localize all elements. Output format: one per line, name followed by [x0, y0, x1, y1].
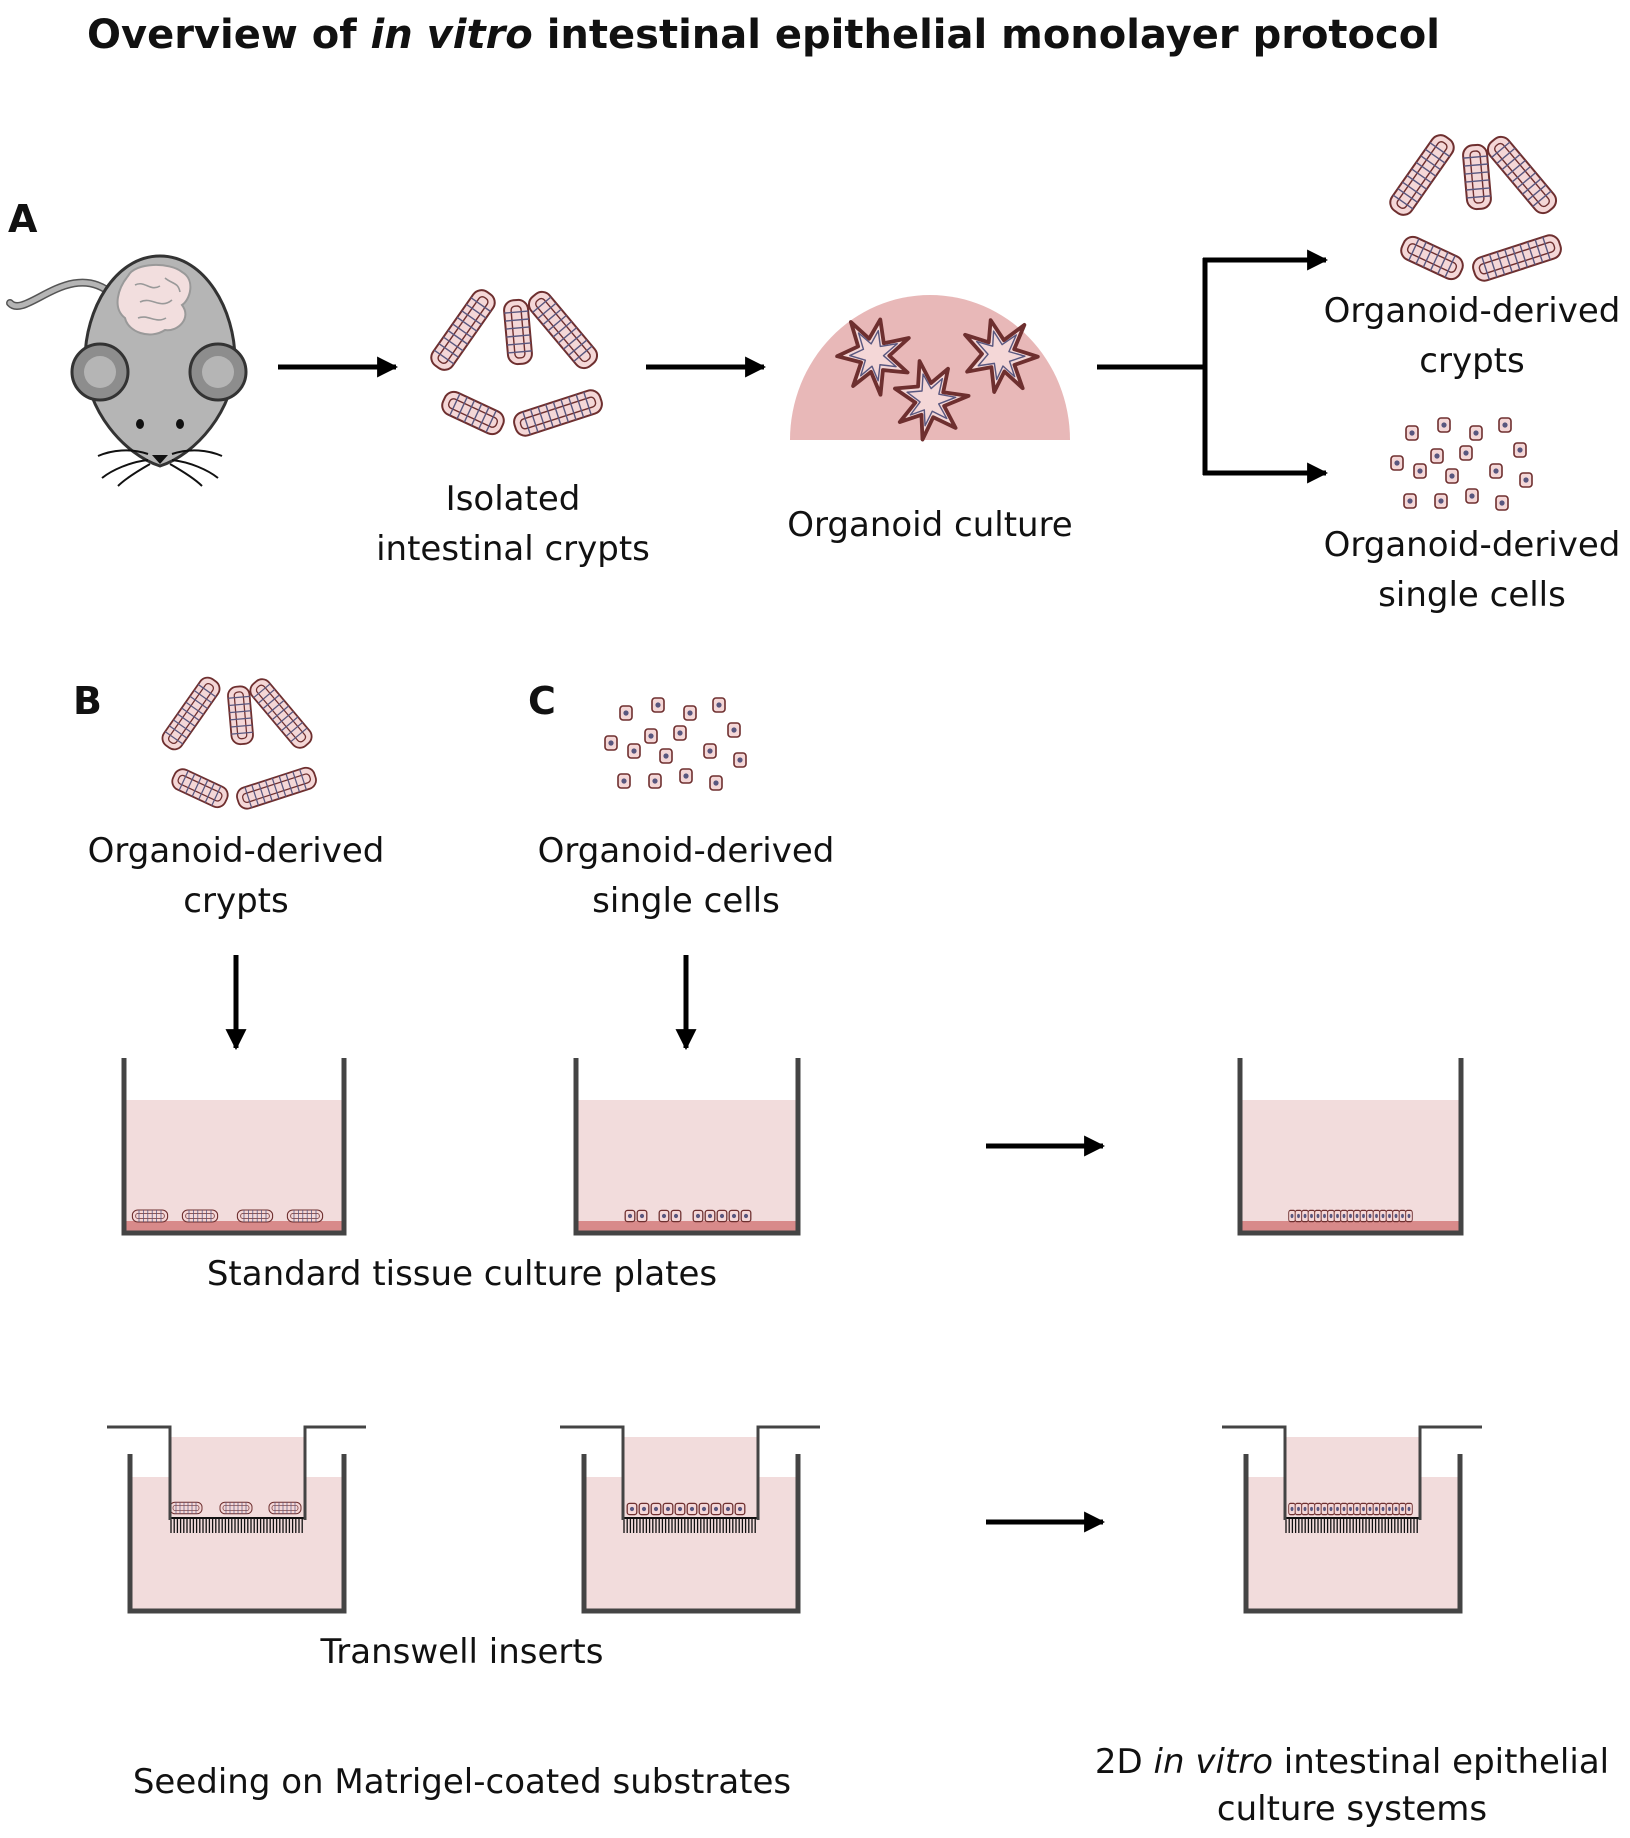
figure-title: Overview of in vitro intestinal epitheli… [87, 12, 1440, 58]
transwell-single-cells [560, 1425, 820, 1614]
branch-arrow [1097, 249, 1329, 484]
panel-label-a: A [8, 197, 38, 241]
derived-cells-label-line1: Organoid-derived [1324, 525, 1621, 565]
derived-crypts-label-line2: crypts [1419, 341, 1524, 381]
organoid-dome [790, 295, 1070, 453]
plate-single-cells [573, 1058, 801, 1236]
transwell-monolayer [1222, 1425, 1482, 1614]
result-label-line2: culture systems [1217, 1789, 1487, 1829]
plate-monolayer [1237, 1058, 1464, 1236]
panel-c-label-line2: single cells [592, 881, 780, 921]
plate-crypts [121, 1058, 347, 1236]
isolated-crypts-label-line2: intestinal crypts [376, 529, 650, 569]
result-label-line1: 2D in vitro intestinal epithelial [1095, 1742, 1609, 1782]
derived-crypts-label-line1: Organoid-derived [1324, 291, 1621, 331]
panel-c-cells-icon [605, 698, 746, 790]
panel-b-crypts-icon [159, 674, 318, 811]
derived-crypts-icon [1386, 131, 1563, 283]
brain-icon [116, 263, 192, 336]
derived-cells-label-line2: single cells [1378, 575, 1566, 615]
isolated-crypts-icon [427, 286, 604, 438]
panel-label-c: C [528, 679, 556, 723]
isolated-crypts-label-line1: Isolated [446, 479, 581, 519]
standard-plates-label: Standard tissue culture plates [207, 1254, 717, 1294]
panel-b-label-line1: Organoid-derived [88, 831, 385, 871]
panel-label-b: B [73, 679, 102, 723]
seeding-label: Seeding on Matrigel-coated substrates [133, 1762, 791, 1802]
mouse-icon [6, 254, 248, 487]
transwell-crypts [107, 1425, 366, 1614]
panel-b-label-line2: crypts [183, 881, 288, 921]
organoid-culture-label: Organoid culture [787, 505, 1072, 545]
transwell-label: Transwell inserts [320, 1632, 604, 1672]
derived-cells-icon [1391, 418, 1532, 510]
panel-c-label-line1: Organoid-derived [538, 831, 835, 871]
